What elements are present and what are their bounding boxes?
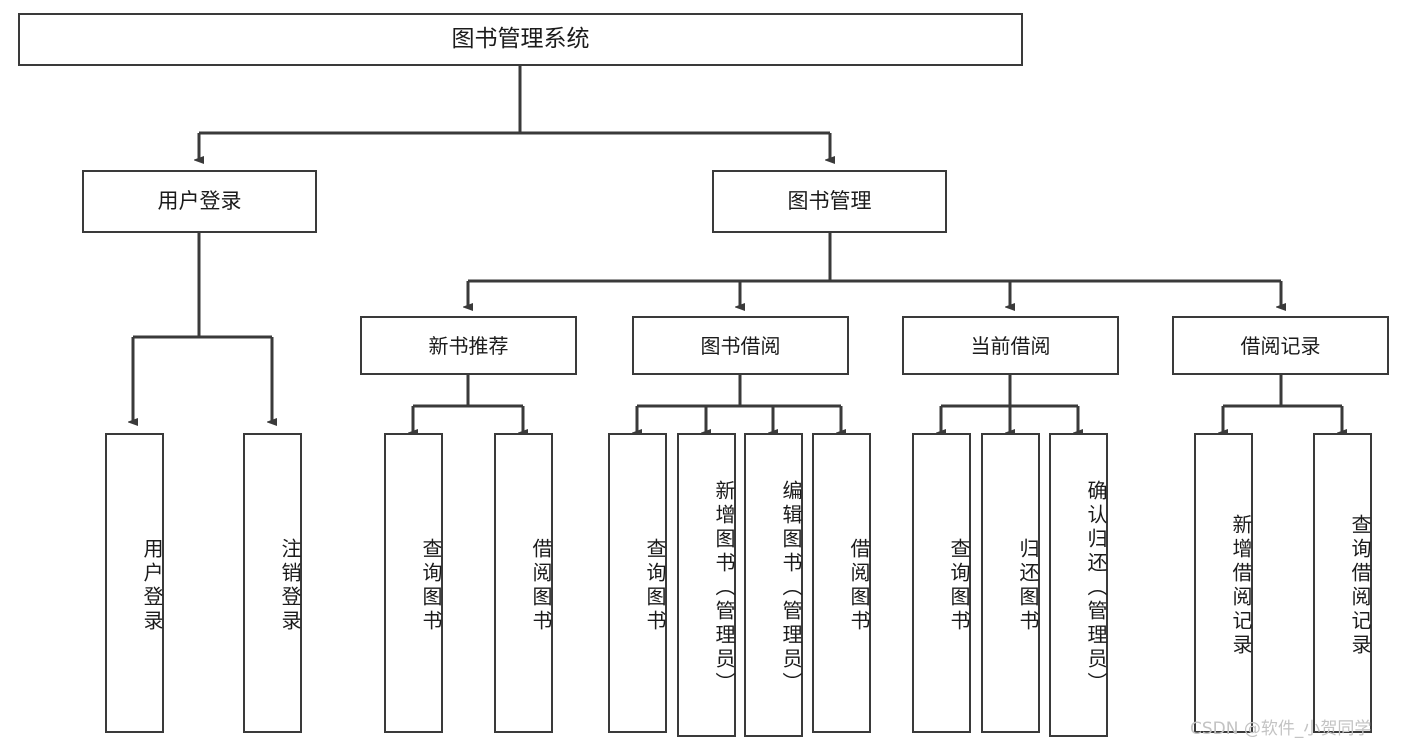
node-book-borrow[interactable]: 图书借阅 xyxy=(632,316,849,375)
node-label: 图书管理 xyxy=(787,189,872,213)
node-label: 查询图书 xyxy=(947,538,971,634)
node-label: 借阅记录 xyxy=(1240,333,1321,358)
leaf-add-borrow-record[interactable]: 新增借阅记录 xyxy=(1194,433,1253,733)
leaf-edit-book-admin[interactable]: 编辑图书（管理员） xyxy=(744,433,803,737)
node-label: 新增借阅记录 xyxy=(1229,514,1253,658)
node-label: 图书借阅 xyxy=(700,333,781,358)
leaf-borrow-book[interactable]: 借阅图书 xyxy=(812,433,871,733)
node-root-system[interactable]: 图书管理系统 xyxy=(18,13,1023,66)
node-label: 编辑图书（管理员） xyxy=(779,480,803,696)
node-label: 用户登录 xyxy=(140,538,164,634)
node-label: 注销登录 xyxy=(278,538,302,634)
node-borrow-record[interactable]: 借阅记录 xyxy=(1172,316,1389,375)
node-label: 图书管理系统 xyxy=(451,26,590,52)
node-label: 用户登录 xyxy=(157,189,242,213)
node-label: 借阅图书 xyxy=(847,538,871,634)
node-label: 查询借阅记录 xyxy=(1348,514,1372,658)
node-label: 借阅图书 xyxy=(529,538,553,634)
node-label: 查询图书 xyxy=(419,538,443,634)
leaf-query-book-borrow[interactable]: 查询图书 xyxy=(608,433,667,733)
node-book-management[interactable]: 图书管理 xyxy=(712,170,947,233)
leaf-query-borrow-record[interactable]: 查询借阅记录 xyxy=(1313,433,1372,733)
leaf-user-login[interactable]: 用户登录 xyxy=(105,433,164,733)
node-current-borrow[interactable]: 当前借阅 xyxy=(902,316,1119,375)
leaf-borrow-book-recommend[interactable]: 借阅图书 xyxy=(494,433,553,733)
node-label: 查询图书 xyxy=(643,538,667,634)
leaf-user-logout[interactable]: 注销登录 xyxy=(243,433,302,733)
node-user-login[interactable]: 用户登录 xyxy=(82,170,317,233)
leaf-add-book-admin[interactable]: 新增图书（管理员） xyxy=(677,433,736,737)
node-label: 当前借阅 xyxy=(970,333,1051,358)
leaf-confirm-return-admin[interactable]: 确认归还（管理员） xyxy=(1049,433,1108,737)
node-label: 新书推荐 xyxy=(428,333,509,358)
node-label: 新增图书（管理员） xyxy=(712,480,736,696)
leaf-query-book-current[interactable]: 查询图书 xyxy=(912,433,971,733)
leaf-return-book[interactable]: 归还图书 xyxy=(981,433,1040,733)
node-label: 确认归还（管理员） xyxy=(1084,480,1108,696)
node-new-book-recommend[interactable]: 新书推荐 xyxy=(360,316,577,375)
csdn-watermark: CSDN @软件_小贺同学 xyxy=(1190,719,1372,739)
leaf-query-book-recommend[interactable]: 查询图书 xyxy=(384,433,443,733)
node-label: 归还图书 xyxy=(1016,538,1040,634)
